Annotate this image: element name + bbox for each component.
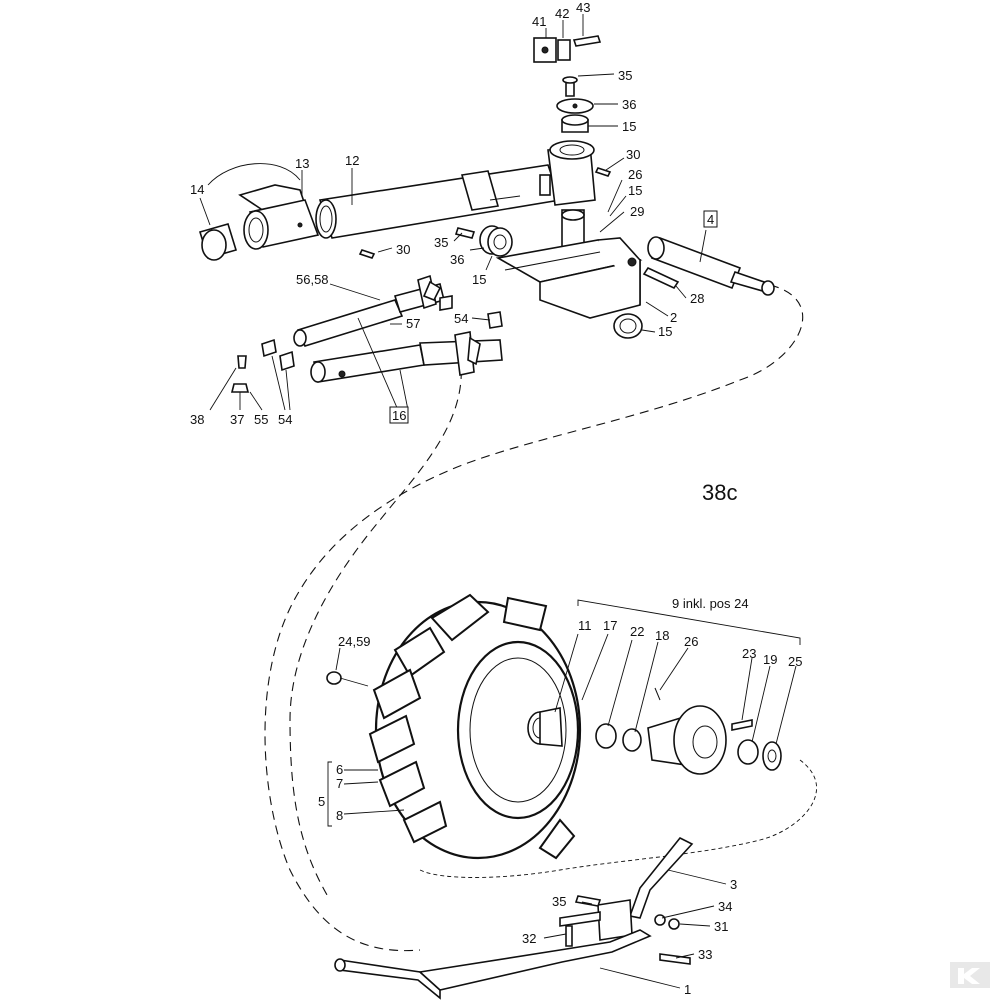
callout-29: 29 xyxy=(630,204,644,219)
clamp-blocks xyxy=(533,35,602,63)
page-code-label: 38c xyxy=(702,480,737,505)
callout-55: 55 xyxy=(254,412,268,427)
callout-26-upper: 26 xyxy=(628,167,642,182)
callout-57: 57 xyxy=(406,316,420,331)
callout-28: 28 xyxy=(690,291,704,306)
callout-41: 41 xyxy=(532,14,546,29)
callout-9: 9 inkl. pos 24 xyxy=(672,596,749,611)
trace-line-main xyxy=(264,284,804,952)
axle-bar-1 xyxy=(334,929,652,1000)
callout-4: 4 xyxy=(707,212,714,227)
callout-6: 6 xyxy=(336,762,343,777)
callout-54-lower: 54 xyxy=(278,412,292,427)
bracket-2 xyxy=(495,237,643,319)
callout-35-left: 35 xyxy=(434,235,448,250)
shaft-hardware xyxy=(230,295,503,393)
trace-line-inner xyxy=(289,354,462,901)
callout-56-58: 56,58 xyxy=(296,272,329,287)
callout-23: 23 xyxy=(742,646,756,661)
callout-11: 11 xyxy=(578,618,592,633)
callout-38: 38 xyxy=(190,412,204,427)
callout-labels: 41 42 43 35 36 15 30 13 12 14 26 15 29 4… xyxy=(190,0,802,997)
lever-3 xyxy=(628,836,694,919)
callout-24-59: 24,59 xyxy=(338,634,371,649)
callout-30-upper: 30 xyxy=(626,147,640,162)
bolt-30-lower xyxy=(358,249,376,259)
callout-15-top: 15 xyxy=(622,119,636,134)
callout-54-upper: 54 xyxy=(454,311,468,326)
callout-31: 31 xyxy=(714,919,728,934)
callout-2: 2 xyxy=(670,310,677,325)
callout-3: 3 xyxy=(730,877,737,892)
leader-lines xyxy=(199,14,801,989)
lever-mount xyxy=(559,895,691,965)
main-tube xyxy=(315,164,562,239)
callout-43: 43 xyxy=(576,0,590,15)
callout-18: 18 xyxy=(655,628,669,643)
callout-42: 42 xyxy=(555,6,569,21)
top-hardware xyxy=(556,76,594,133)
callout-box-16 xyxy=(389,406,409,424)
nut-24-59 xyxy=(326,671,342,685)
bushing-right xyxy=(613,313,643,339)
callout-15-right: 15 xyxy=(658,324,672,339)
callout-1: 1 xyxy=(684,982,691,997)
upper-shaft xyxy=(293,274,445,347)
callout-19: 19 xyxy=(763,652,777,667)
callout-box-4 xyxy=(703,210,718,228)
lower-shaft xyxy=(310,331,503,383)
callout-8: 8 xyxy=(336,808,343,823)
callout-7: 7 xyxy=(336,776,343,791)
hub-assembly xyxy=(595,687,782,775)
pin-28 xyxy=(642,266,680,290)
callout-17: 17 xyxy=(603,618,617,633)
callout-37: 37 xyxy=(230,412,244,427)
callout-15-left: 15 xyxy=(472,272,486,287)
callout-35-lower: 35 xyxy=(552,894,566,909)
watermark-logo xyxy=(950,962,990,988)
callout-14: 14 xyxy=(190,182,204,197)
callout-16: 16 xyxy=(392,408,406,423)
callout-32: 32 xyxy=(522,931,536,946)
coupling-sleeve xyxy=(238,184,320,250)
callout-5: 5 xyxy=(318,794,325,809)
trace-line-hub xyxy=(419,759,817,878)
callout-25: 25 xyxy=(788,654,802,669)
cylinder-4 xyxy=(647,236,775,296)
callout-15-mid: 15 xyxy=(628,183,642,198)
callout-12: 12 xyxy=(345,153,359,168)
callout-26-lower: 26 xyxy=(684,634,698,649)
callout-33: 33 xyxy=(698,947,712,962)
callout-34: 34 xyxy=(718,899,732,914)
ring-14 xyxy=(198,163,301,261)
callout-36-left: 36 xyxy=(450,252,464,267)
callout-35-top: 35 xyxy=(618,68,632,83)
callout-30-lower: 30 xyxy=(396,242,410,257)
callout-22: 22 xyxy=(630,624,644,639)
bushing-left xyxy=(454,225,513,257)
callout-13: 13 xyxy=(295,156,309,171)
tire xyxy=(368,593,582,860)
bolt-30-upper xyxy=(594,167,612,177)
wheel-hub-flange xyxy=(527,707,563,747)
callout-36-top: 36 xyxy=(622,97,636,112)
